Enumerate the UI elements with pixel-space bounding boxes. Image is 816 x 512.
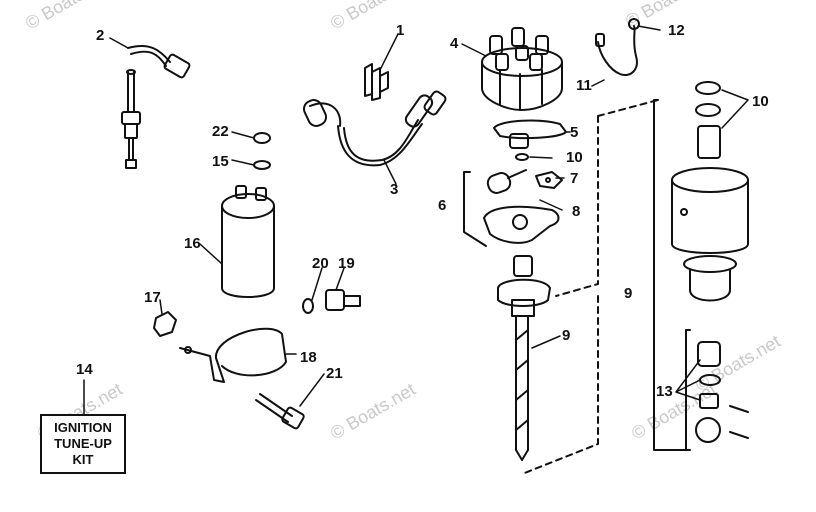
callout-20: 20 — [312, 255, 329, 272]
part-10-stack — [695, 81, 721, 159]
kit-line-3: KIT — [72, 452, 94, 467]
watermarks: © Boats.net © Boats.net © Boats.net © Bo… — [22, 0, 784, 443]
bracket-9 — [653, 99, 691, 451]
callout-12: 12 — [668, 22, 685, 39]
part-20-19-bolt — [302, 289, 361, 314]
callout-2: 2 — [96, 27, 104, 44]
callout-9-shaft: 9 — [562, 327, 570, 344]
callout-21: 21 — [326, 365, 343, 382]
kit-line-2: TUNE-UP — [54, 436, 112, 451]
part-21-bolt — [255, 393, 305, 430]
part-18-clamp — [179, 327, 287, 383]
part-3-wire — [302, 90, 447, 167]
callout-8: 8 — [572, 203, 580, 220]
callout-14: 14 — [76, 361, 93, 378]
watermark: © Boats.net — [327, 379, 419, 443]
callout-17: 17 — [144, 289, 161, 306]
callout-10-washer: 10 — [566, 149, 583, 166]
part-1-clip — [364, 63, 389, 101]
part-9-shaft — [497, 255, 551, 461]
callout-19: 19 — [338, 255, 355, 272]
part-11-12-wire — [595, 18, 640, 76]
callout-15: 15 — [212, 153, 229, 170]
leader-lines — [83, 25, 749, 415]
part-8-condenser — [486, 169, 527, 194]
part-5-rotor — [493, 119, 567, 149]
watermark: © Boats.net — [327, 0, 419, 33]
watermark: © Boats.net — [692, 331, 784, 395]
callout-10-stack: 10 — [752, 93, 769, 110]
callout-13: 13 — [656, 383, 673, 400]
part-7-points — [535, 171, 563, 189]
part-13-group — [685, 329, 749, 451]
bracket-6 — [463, 171, 487, 247]
part-16-coil — [221, 185, 275, 298]
callout-6: 6 — [438, 197, 446, 214]
part-4-cap — [481, 27, 563, 111]
breaker-plate — [483, 205, 560, 244]
part-10-washer — [515, 153, 529, 161]
callout-9-group: 9 — [624, 285, 632, 302]
callout-11: 11 — [576, 77, 592, 94]
group-9-dashes — [521, 99, 659, 475]
kit-line-1: IGNITION — [54, 420, 112, 435]
callout-7: 7 — [570, 170, 578, 187]
callout-3: 3 — [390, 181, 398, 198]
callouts: 2 1 3 4 5 6 7 8 9 9 10 10 11 12 13 14 15… — [76, 22, 769, 400]
callout-18: 18 — [300, 349, 317, 366]
part-22-15 — [253, 132, 271, 170]
callout-16: 16 — [184, 235, 201, 252]
part-17-nut — [153, 311, 177, 337]
callout-5: 5 — [570, 124, 578, 141]
callout-4: 4 — [450, 35, 459, 52]
callout-1: 1 — [396, 22, 404, 39]
part-9-housing — [671, 167, 749, 302]
callout-22: 22 — [212, 123, 229, 140]
part-2-sender — [121, 44, 191, 169]
ignition-tune-up-kit-box: IGNITION TUNE-UP KIT — [40, 414, 126, 474]
